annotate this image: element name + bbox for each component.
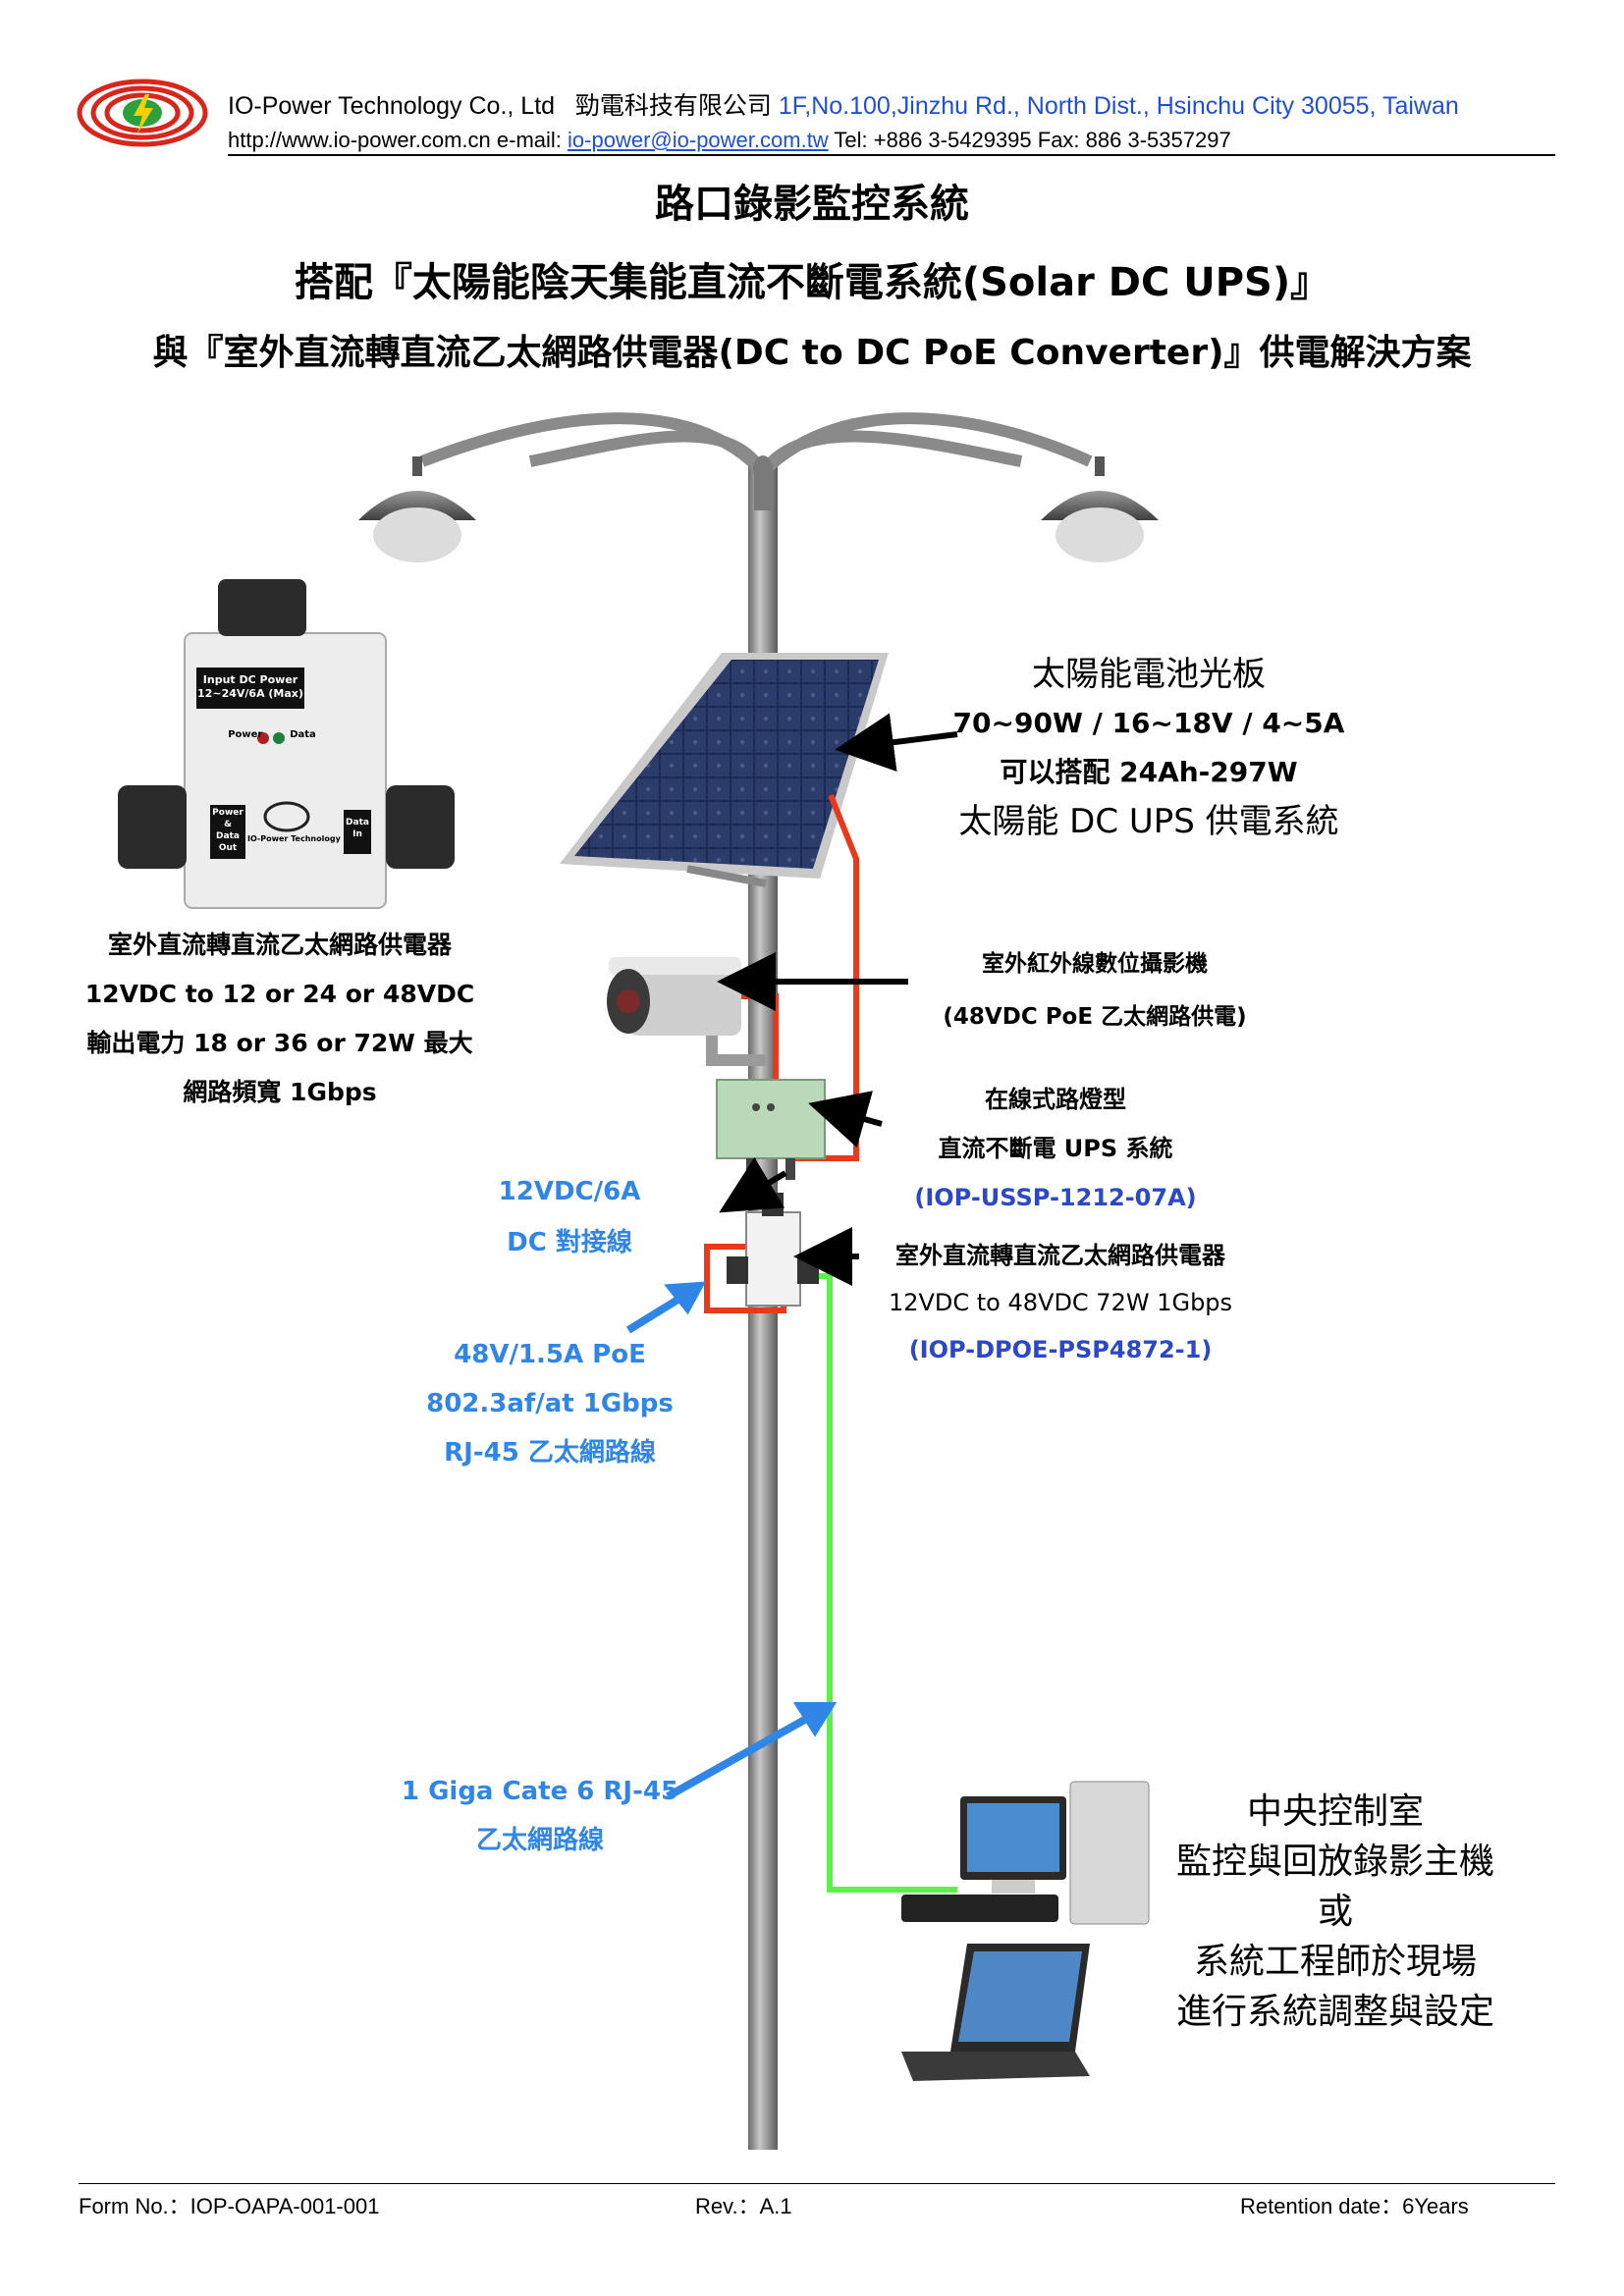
contact-numbers: Tel: +886 3-5429395 Fax: 886 3-5357297 [834, 128, 1231, 152]
company-name-en: IO-Power Technology Co., Ltd [228, 92, 556, 120]
ethernet-cable-label: 1 Giga Cate 6 RJ-45 乙太網路線 [401, 1777, 679, 1855]
pointer-arrows-black [717, 713, 958, 1286]
page-subtitle-1: 搭配『太陽能陰天集能直流不斷電系統(Solar DC UPS)』 [294, 260, 1330, 305]
page-subtitle-2: 與『室外直流轉直流乙太網路供電器(DC to DC PoE Converter)… [152, 333, 1472, 373]
email-label: e-mail: [496, 128, 562, 152]
header-company-line: IO-Power Technology Co., Ltd 勁電科技有限公司 1F… [228, 86, 1459, 122]
device-input-text: Input DC Power [202, 673, 298, 686]
device-port-left: Power & Data Out [212, 808, 244, 853]
company-logo [77, 79, 209, 147]
company-address: 1F,No.100,Jinzhu Rd., North Dist., Hsinc… [778, 92, 1459, 120]
footer-divider [79, 2183, 1555, 2184]
page-title: 路口錄影監控系統 [655, 182, 969, 227]
converter-device-photo [118, 579, 455, 909]
footer-form-number: Form No.：IOP-OAPA-001-001 [79, 2194, 380, 2218]
device-label-input: Input DC Power 12~24V/6A (Max) [196, 673, 304, 701]
pointer-arrows-blue [625, 1281, 838, 1800]
footer-revision: Rev.：A.1 [695, 2194, 792, 2218]
desktop-computer [901, 1781, 1150, 1925]
device-led-labels: Power Data [208, 729, 336, 740]
ir-camera [607, 957, 766, 1066]
device-rating-text: 12~24V/6A (Max) [197, 687, 303, 700]
device-brand: IO-Power Technology [247, 834, 341, 843]
header-divider [228, 154, 1555, 156]
device-port-right: Data In [346, 818, 369, 839]
header-contact-line: http://www.io-power.com.cn e-mail: io-po… [228, 128, 1231, 153]
dc-cable-label: 12VDC/6A DC 對接線 [498, 1177, 641, 1257]
camera-label: 室外紅外線數位攝影機 (48VDC PoE 乙太網路供電) [943, 951, 1247, 1030]
footer-retention: Retention date：6Years [1240, 2194, 1469, 2218]
poe-converter-label: 室外直流轉直流乙太網路供電器 12VDC to 48VDC 72W 1Gbps … [888, 1242, 1233, 1363]
website-link[interactable]: http://www.io-power.com.cn [228, 128, 491, 152]
poe-cable-label: 48V/1.5A PoE 802.3af/at 1Gbps RJ-45 乙太網路… [426, 1340, 674, 1468]
control-room-label: 中央控制室 監控與回放錄影主機 或 系統工程師於現場 進行系統調整與設定 [1175, 1791, 1494, 2032]
solar-panel-label: 太陽能電池光板 70~90W / 16~18V / 4~5A 可以搭配 24Ah… [952, 655, 1345, 841]
street-lamp-left [358, 456, 476, 562]
ups-label: 在線式路燈型 直流不斷電 UPS 系統 (IOP-USSP-1212-07A) [914, 1086, 1197, 1211]
email-link[interactable]: io-power@io-power.com.tw [568, 128, 829, 152]
street-lamp-right [1041, 456, 1159, 562]
led-power-label: Power [228, 729, 263, 740]
solar-panel [560, 653, 889, 887]
company-name-zh: 勁電科技有限公司 [574, 92, 772, 120]
led-data-label: Data [290, 729, 316, 740]
laptop-computer [901, 1944, 1090, 2081]
converter-caption: 室外直流轉直流乙太網路供電器 12VDC to 12 or 24 or 48VD… [84, 931, 475, 1106]
